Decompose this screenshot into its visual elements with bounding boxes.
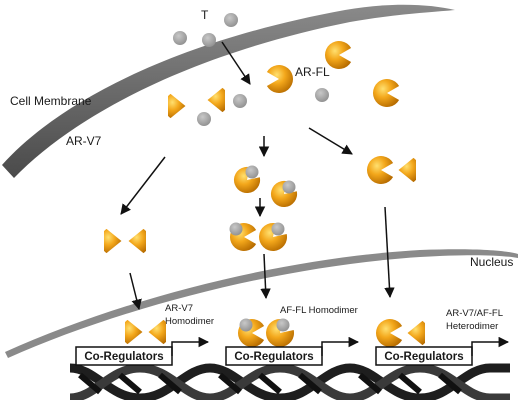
- arrow-icon: [308, 127, 353, 155]
- arrow-icon: [129, 272, 142, 311]
- nucleus-label: Nucleus: [470, 255, 513, 269]
- ligand-circle-icon: [229, 222, 243, 236]
- receptor-wedge-icon: [207, 87, 225, 113]
- ligand-circle-icon: [276, 318, 290, 332]
- receptor-pacman-icon: [366, 156, 394, 184]
- ligand-circle-icon: [202, 33, 216, 47]
- receptor-wedge-icon: [398, 157, 416, 183]
- heterodimer-label-line2: Heterodimer: [446, 321, 498, 332]
- ligand-circle-icon: [315, 88, 329, 102]
- fl-homodimer-label: AF-FL Homodimer: [280, 305, 358, 316]
- dna-helix-icon: [69, 363, 510, 403]
- arrow-icon: [260, 253, 271, 300]
- v7-homodimer-label-line1: AR-V7: [165, 303, 193, 314]
- ligand-circle-icon: [239, 318, 253, 332]
- cytoplasm-dimers: [104, 156, 416, 254]
- ligand-circle-icon: [173, 31, 187, 45]
- bound-receptors: [233, 165, 298, 208]
- arrow-icon: [384, 206, 395, 299]
- pathway-arrows: [120, 41, 395, 311]
- cell-membrane-label: Cell Membrane: [10, 94, 92, 108]
- ligand-circle-icon: [271, 222, 285, 236]
- coregulator-label: Co-Regulators: [234, 351, 313, 363]
- free-ligands: [173, 13, 329, 126]
- cell-membrane: [2, 4, 455, 179]
- ligand-circle-icon: [233, 94, 247, 108]
- receptor-wedge-icon: [104, 228, 122, 254]
- coregulator-3: Co-Regulators: [375, 336, 510, 366]
- ligand-circle-icon: [245, 165, 259, 179]
- receptor-wedge-icon: [407, 320, 425, 346]
- testosterone-label: T: [201, 8, 209, 22]
- coregulator-label: Co-Regulators: [384, 351, 463, 363]
- coregulator-label: Co-Regulators: [84, 351, 163, 363]
- arrow-icon: [120, 156, 166, 215]
- receptor-pacman-icon: [375, 319, 403, 347]
- coregulator-2: Co-Regulators: [225, 336, 360, 366]
- heterodimer-label-line1: AR-V7/AF-FL: [446, 308, 503, 319]
- arrow-icon: [221, 41, 251, 85]
- ligand-circle-icon: [197, 112, 211, 126]
- receptor-pacman-icon: [266, 65, 294, 93]
- ligand-circle-icon: [224, 13, 238, 27]
- coregulator-1: Co-Regulators: [75, 336, 210, 366]
- receptor-pacman-icon: [372, 79, 400, 107]
- ar-v7-label: AR-V7: [66, 134, 102, 148]
- v7-homodimer-label-line2: Homodimer: [165, 316, 214, 327]
- receptor-wedge-icon: [168, 93, 186, 119]
- ar-fl-label: AR-FL: [295, 65, 330, 79]
- receptor-wedge-icon: [128, 228, 146, 254]
- receptor-wedge-icon: [125, 319, 143, 345]
- ligand-circle-icon: [282, 180, 296, 194]
- nuclear-dimers: [125, 318, 425, 347]
